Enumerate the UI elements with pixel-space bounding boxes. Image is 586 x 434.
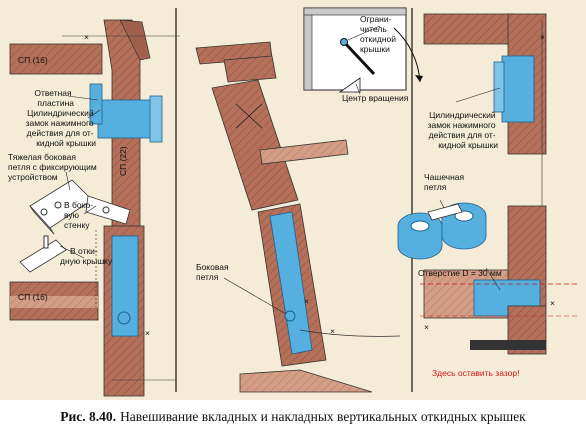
right-panel: × × × (397, 13, 580, 355)
label-cylinder-lock-left: Цилиндрический замок нажимного действия … (26, 108, 97, 148)
limiter-box (303, 7, 423, 93)
label-sp16-top: СП (16) (18, 55, 48, 65)
label-heavy-hinge: Тяжелая боковая петля с фиксирующим устр… (8, 152, 99, 182)
svg-text:×: × (330, 326, 335, 336)
tilted-flap-upper (211, 79, 299, 211)
label-limiter: Ограни- читель откидной крышки (360, 14, 398, 54)
label-into-side-wall: В боко- вую стенку (64, 200, 95, 230)
figure-caption: Рис. 8.40. Навешивание вкладных и наклад… (0, 400, 586, 434)
label-gap-note: Здесь оставить зазор! (432, 368, 519, 378)
label-hole: Отверстие D = 30 мм (418, 268, 502, 278)
svg-text:×: × (145, 328, 150, 338)
svg-text:×: × (304, 296, 309, 306)
caption-number: Рис. 8.40. (60, 409, 117, 424)
figure-diagram: × × × × (0, 0, 586, 400)
svg-text:×: × (424, 322, 429, 332)
side-hinge-metal (269, 211, 313, 355)
label-cylinder-lock-right: Цилиндрический замок нажимного действия … (428, 110, 499, 150)
label-cup-hinge: Чашечная петля (424, 172, 466, 192)
label-rotation-center: Центр вращения (342, 93, 409, 103)
middle-panel: × × (195, 7, 423, 393)
plank-sp16-top (9, 43, 103, 75)
svg-text:×: × (84, 32, 89, 42)
cup-hinge-drawing (397, 202, 487, 260)
cylinder-lock-left (97, 99, 157, 139)
hinge-plate-left (111, 235, 139, 337)
label-sp22: СП (22) (118, 146, 128, 176)
svg-text:×: × (550, 298, 555, 308)
cylinder-lock-right (501, 55, 535, 123)
label-strike-plate: Ответная пластина (34, 88, 74, 108)
label-side-hinge: Боковая петля (196, 262, 231, 282)
heavy-hinge-drawing (19, 179, 131, 273)
label-into-flap: В отки- дную крышку (60, 246, 113, 266)
left-panel: × × (9, 19, 180, 397)
svg-text:×: × (540, 32, 545, 42)
caption-text: Навешивание вкладных и накладных вертика… (120, 409, 526, 424)
label-sp16-bottom: СП (16) (18, 292, 48, 302)
